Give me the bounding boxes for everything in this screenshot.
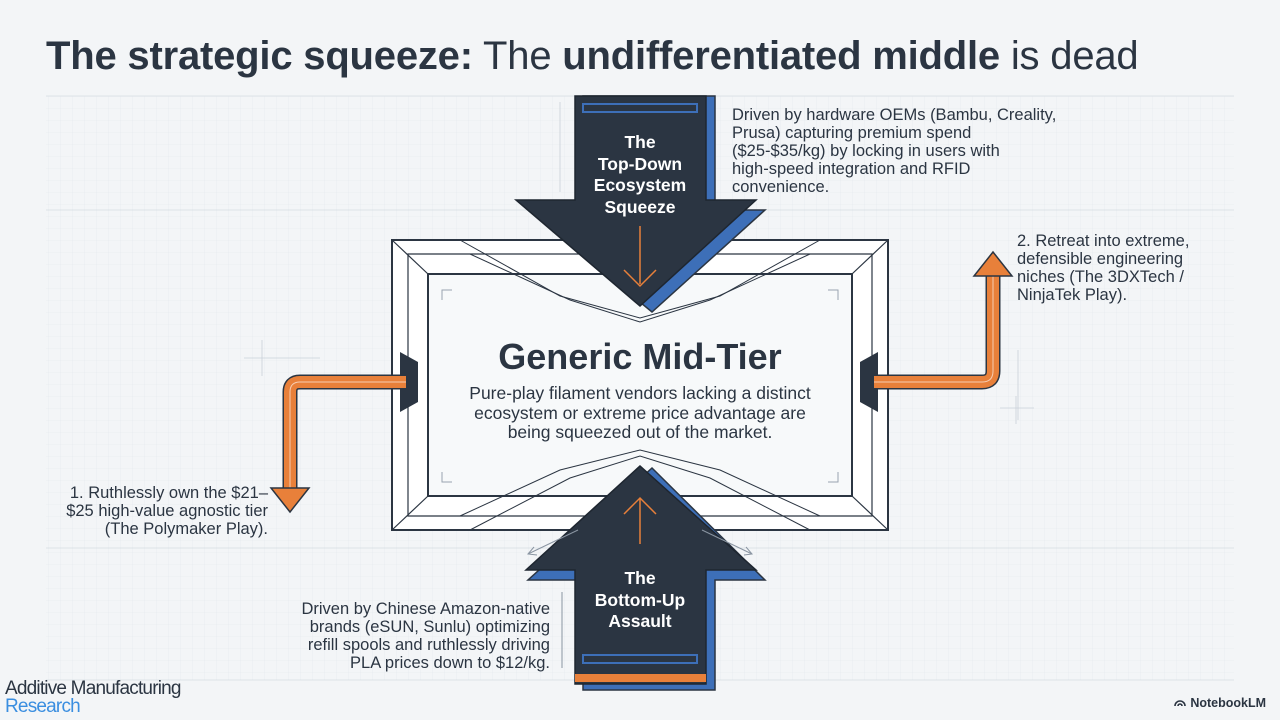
bottom-up-description: Driven by Chinese Amazon-native brands (…: [270, 600, 550, 672]
top-description-line: convenience.: [732, 178, 830, 196]
top-description-line: Driven by hardware OEMs (Bambu, Creality…: [732, 106, 1057, 124]
mid-tier-description: Pure-play filament vendors lacking a dis…: [445, 383, 835, 443]
bottom-description-line: refill spools and ruthlessly driving: [307, 636, 550, 654]
left-exit-arrow: [269, 374, 406, 514]
left-exit-line: (The Polymaker Play).: [104, 520, 268, 538]
mid-tier-title: Generic Mid-Tier: [498, 336, 782, 377]
mid-tier-description-line: Pure-play filament vendors lacking a dis…: [469, 383, 811, 403]
mid-tier-description-line: being squeezed out of the market.: [507, 422, 773, 442]
right-exit-line: 2. Retreat into extreme,: [1017, 232, 1190, 250]
right-exit-line: niches (The 3DXTech /: [1017, 268, 1184, 286]
top-down-description: Driven by hardware OEMs (Bambu, Creality…: [732, 106, 1092, 196]
top-down-arrow: [513, 95, 767, 313]
slide-title: The strategic squeeze: The undifferentia…: [46, 32, 1139, 80]
left-exit-description: 1. Ruthlessly own the $21– $25 high-valu…: [36, 484, 268, 538]
top-description-line: Prusa) capturing premium spend: [732, 124, 972, 142]
bottom-arrow-label-line: Assault: [608, 611, 672, 631]
right-exit-line: defensible engineering: [1017, 250, 1184, 268]
title-part-2: The: [472, 34, 563, 78]
title-part-4: is dead: [999, 34, 1139, 78]
title-part-3: undifferentiated middle: [562, 34, 1000, 78]
bottom-arrow-label-line: Bottom-Up: [594, 589, 686, 610]
mid-tier-description-line: ecosystem or extreme price advantage are: [474, 402, 806, 423]
top-arrow-label-line: Squeeze: [604, 196, 676, 217]
top-description-line: ($25-$35/kg) by locking in users with: [732, 142, 1000, 160]
left-exit-line: $25 high-value agnostic tier: [66, 502, 268, 520]
notebooklm-icon: [1174, 696, 1187, 710]
left-notch: [400, 352, 418, 412]
bottom-description-line: PLA prices down to $12/kg.: [350, 654, 550, 672]
bottom-description-line: Driven by Chinese Amazon-native: [301, 600, 550, 618]
brand-line-1: Additive Manufacturing: [5, 678, 181, 699]
top-arrow-label-line: Ecosystem: [593, 175, 687, 195]
notebooklm-badge: NotebookLM: [1174, 696, 1266, 710]
top-arrow-label-line: The: [624, 132, 656, 152]
right-exit-line: NinjaTek Play).: [1017, 286, 1128, 304]
left-exit-line: 1. Ruthlessly own the $21–: [69, 484, 268, 502]
bottom-arrow-label-line: The: [624, 568, 656, 588]
mid-tier-frame: [391, 239, 889, 531]
top-arrow-label-line: Top-Down: [597, 153, 683, 174]
top-description-line: high-speed integration and RFID: [732, 160, 971, 178]
right-notch: [860, 352, 878, 412]
brand-logo: Additive Manufacturing Research: [5, 678, 181, 717]
notebooklm-label: NotebookLM: [1190, 696, 1266, 710]
crosshair-marks: [244, 102, 1034, 424]
bottom-up-arrow: [524, 464, 767, 691]
top-arrow-label: The Top-Down Ecosystem Squeeze: [576, 132, 704, 218]
title-part-1: The strategic squeeze:: [46, 34, 473, 78]
brand-line-2: Research: [5, 696, 81, 717]
right-exit-arrow: [874, 250, 1014, 390]
bottom-description-line: brands (eSUN, Sunlu) optimizing: [309, 618, 550, 636]
right-exit-description: 2. Retreat into extreme, defensible engi…: [1017, 232, 1227, 304]
bottom-arrow-label: The Bottom-Up Assault: [576, 568, 704, 633]
